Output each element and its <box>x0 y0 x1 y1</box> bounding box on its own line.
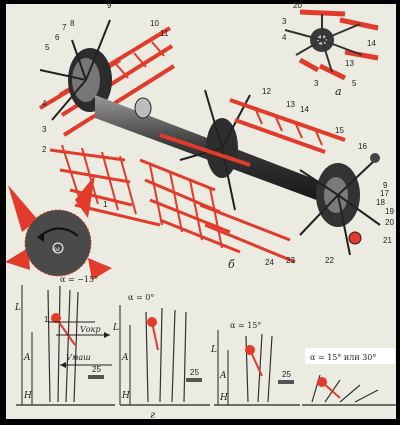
callout-18: 18 <box>376 198 385 207</box>
omega-symbol: ω <box>54 245 60 253</box>
callout-22: 22 <box>325 256 334 265</box>
panel3-A: A <box>219 371 227 381</box>
panel3-callout-25: 25 <box>190 368 199 377</box>
callout-12: 12 <box>262 87 271 96</box>
callout-17: 17 <box>380 189 389 198</box>
inset-callout-13: 13 <box>345 59 354 68</box>
panel2-A: A <box>121 353 129 363</box>
callout-7: 7 <box>62 23 67 32</box>
callout-24: 24 <box>265 258 274 267</box>
panel-alpha-0: α = 0° L A H <box>112 293 187 405</box>
callout-15: 15 <box>335 126 344 135</box>
inset-callout-20: 20 <box>293 1 302 10</box>
panel3-L: L <box>210 345 217 355</box>
panel-alpha-minus15: α = −15° L A H Vокр Vмаш 1 25 <box>14 275 112 405</box>
callout-14: 14 <box>300 105 309 114</box>
panel2-L: L <box>112 323 119 333</box>
callout-9: 9 <box>107 1 112 10</box>
panel-alpha-15-or-30: α = 15° или 30° 25 <box>278 348 395 403</box>
inset-diagram: 20 3 4 14 13 3 5 а <box>282 1 379 98</box>
panel2-H: H <box>121 391 130 401</box>
callout-1: 1 <box>103 200 108 209</box>
operation-panels: α = −15° L A H Vокр Vмаш 1 25 <box>14 275 396 421</box>
callout-13: 13 <box>286 100 295 109</box>
panel1-A: A <box>23 353 31 363</box>
view-label-b: б <box>228 258 235 271</box>
callout-20: 20 <box>385 218 394 227</box>
panel-alpha-15: α = 15° L A H 25 <box>186 321 273 405</box>
v-okr: Vокр <box>80 325 101 334</box>
panel3-H: H <box>219 393 228 403</box>
callout-10: 10 <box>150 19 159 28</box>
callout-8: 8 <box>70 19 75 28</box>
inset-label-a: а <box>335 85 342 98</box>
inset-callout-4: 4 <box>282 33 287 42</box>
reel-assembly <box>38 19 381 264</box>
callout-4: 4 <box>42 99 47 108</box>
panel1-angle: α = −15° <box>60 275 98 284</box>
reel-callouts: 9 10 11 8 7 6 5 4 3 2 1 12 13 14 15 16 1… <box>42 1 394 271</box>
view-label-g: г <box>150 410 155 421</box>
callout-2: 2 <box>42 145 47 154</box>
inset-callout-3a: 3 <box>282 17 287 26</box>
callout-5: 5 <box>45 43 50 52</box>
panel4-angle: α = 15° или 30° <box>310 353 376 362</box>
inset-callout-5: 5 <box>352 79 357 88</box>
callout-9b: 9 <box>383 181 388 190</box>
callout-11: 11 <box>160 29 169 38</box>
panel1-callout-25: 25 <box>92 365 101 374</box>
rotation-dial: ω <box>5 175 112 280</box>
callout-21: 21 <box>383 236 392 245</box>
panel1-H: H <box>23 391 32 401</box>
panel3-angle: α = 15° <box>230 321 261 330</box>
callout-3: 3 <box>42 125 47 134</box>
panel1-callout-1: 1 <box>44 315 49 324</box>
panel2-angle: α = 0° <box>128 293 154 302</box>
callout-19: 19 <box>385 207 394 216</box>
callout-6: 6 <box>55 33 60 42</box>
v-mash: Vмаш <box>66 353 91 362</box>
panel1-L: L <box>14 303 21 313</box>
panel4-callout-25: 25 <box>282 370 291 379</box>
inset-callout-14: 14 <box>367 39 376 48</box>
callout-23: 23 <box>286 256 295 265</box>
callout-16: 16 <box>358 142 367 151</box>
inset-callout-3b: 3 <box>314 79 319 88</box>
